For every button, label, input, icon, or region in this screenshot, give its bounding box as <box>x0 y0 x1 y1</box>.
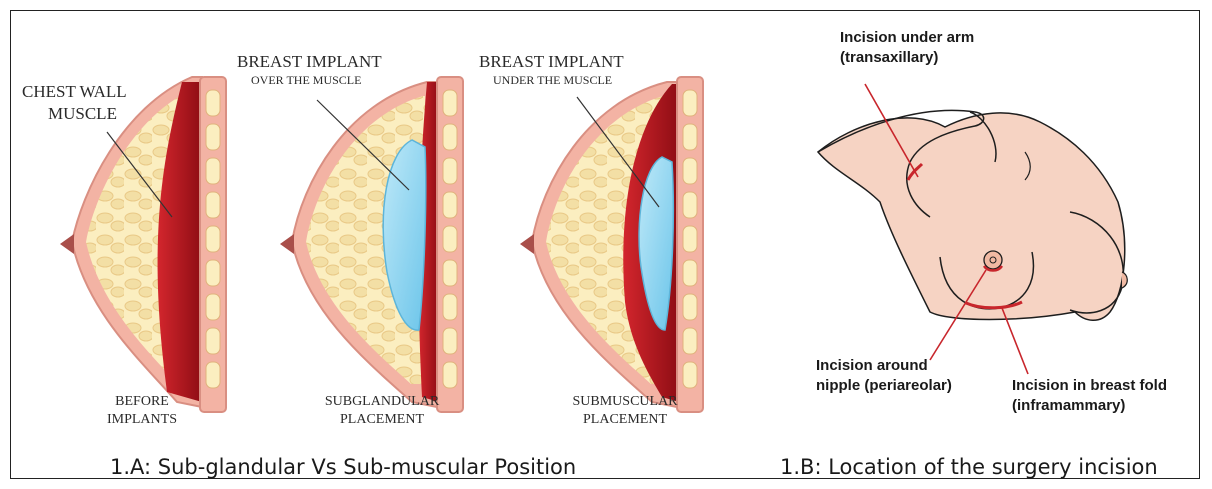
ribs <box>206 90 220 388</box>
ribs <box>443 90 457 388</box>
callout-chest-wall-line2: MUSCLE <box>48 104 117 123</box>
figure-label-before-line1: BEFORE <box>115 394 169 409</box>
label-inframammary-line2: (inframammary) <box>1012 397 1125 414</box>
label-periareolar-line1: Incision around <box>816 357 928 374</box>
torso <box>818 113 1125 320</box>
callout-over-muscle-line2: OVER THE MUSCLE <box>251 73 361 87</box>
figure-label-submuscular-line2: PLACEMENT <box>583 412 667 427</box>
figure-submuscular: BREAST IMPLANT UNDER THE MUSCLE SUBMUSCU… <box>479 52 703 427</box>
label-transaxillary-line2: (transaxillary) <box>840 49 938 66</box>
nipple <box>520 234 534 254</box>
callout-under-muscle-line1: BREAST IMPLANT <box>479 52 624 71</box>
caption-panel-b: 1.B: Location of the surgery incision <box>780 455 1158 479</box>
callout-chest-wall-line1: CHEST WALL <box>22 82 127 101</box>
nipple <box>280 234 294 254</box>
callout-under-muscle-line2: UNDER THE MUSCLE <box>493 73 612 87</box>
figure-subglandular: BREAST IMPLANT OVER THE MUSCLE SUBGLANDU… <box>237 52 463 427</box>
figure-label-subglandular-line2: PLACEMENT <box>340 412 424 427</box>
callout-over-muscle-line1: BREAST IMPLANT <box>237 52 382 71</box>
figure-label-subglandular-line1: SUBGLANDULAR <box>325 394 440 409</box>
label-transaxillary-line1: Incision under arm <box>840 29 974 46</box>
figure-label-submuscular-line1: SUBMUSCULAR <box>572 394 678 409</box>
figure-before-implants: CHEST WALL MUSCLE BEFORE IMPLANTS <box>22 77 226 427</box>
nipple-left <box>984 251 1002 269</box>
panel-a-diagram: CHEST WALL MUSCLE BEFORE IMPLANTS BREAST… <box>12 12 742 442</box>
figure-label-before-line2: IMPLANTS <box>107 412 177 427</box>
ribs <box>683 90 697 388</box>
label-periareolar-line2: nipple (periareolar) <box>816 377 952 394</box>
label-inframammary-line1: Incision in breast fold <box>1012 377 1167 394</box>
panel-b-diagram: Incision under arm (transaxillary) Incis… <box>770 12 1198 442</box>
caption-panel-a: 1.A: Sub-glandular Vs Sub-muscular Posit… <box>110 455 576 479</box>
nipple-right <box>1122 272 1127 288</box>
nipple <box>60 234 74 254</box>
